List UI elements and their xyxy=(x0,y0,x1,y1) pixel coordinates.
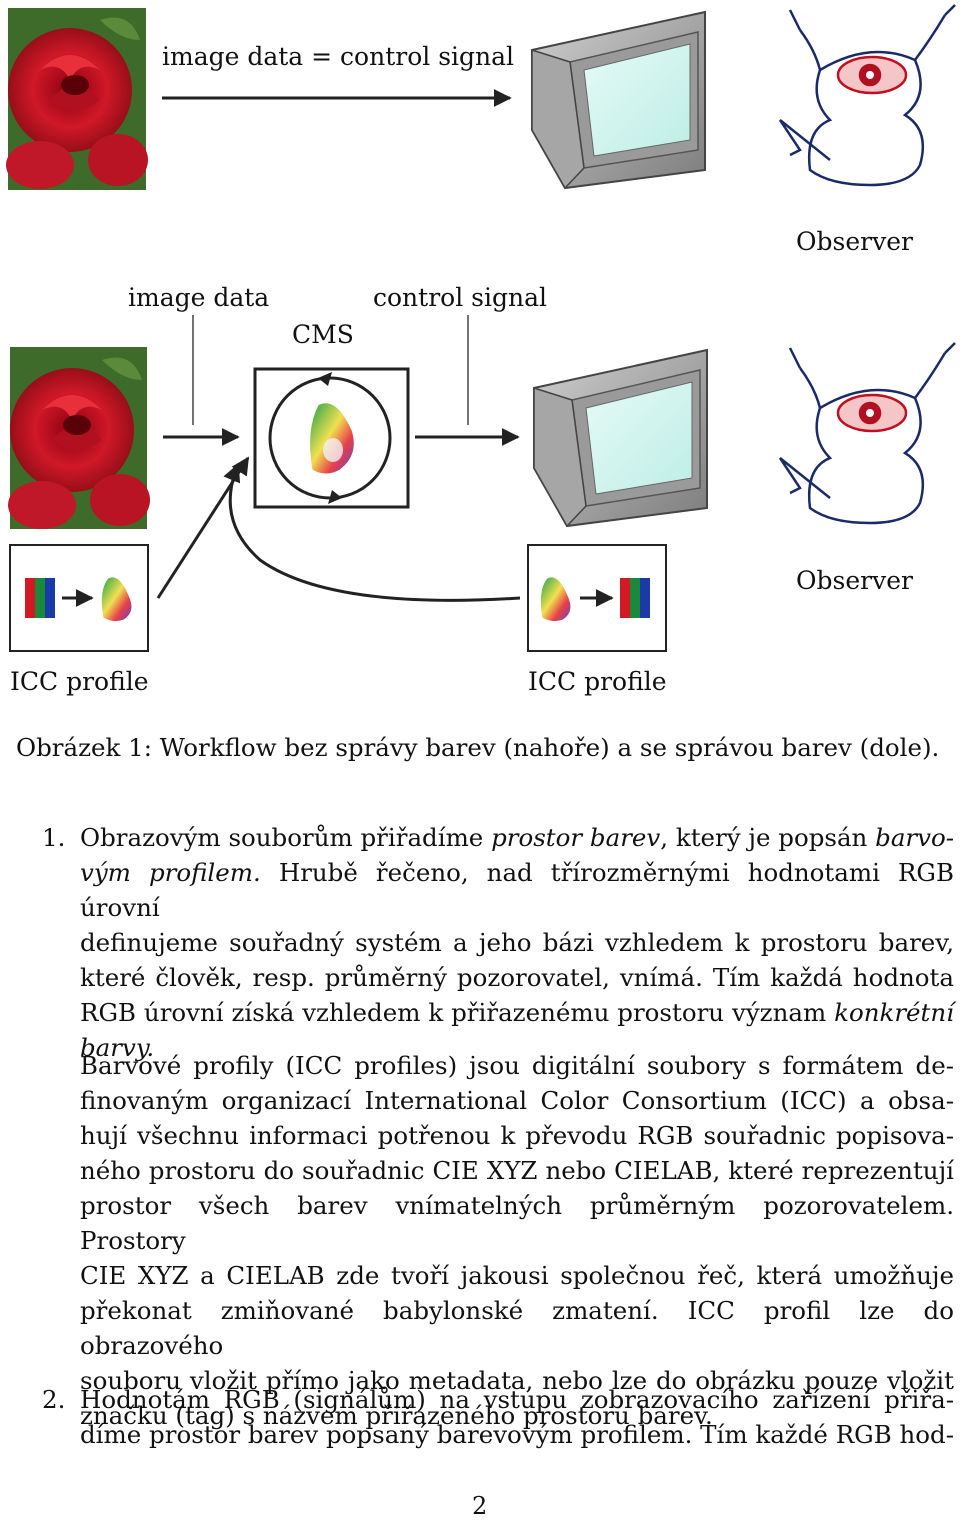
label-observer-bottom: Observer xyxy=(796,566,913,595)
page-number: 2 xyxy=(472,1492,488,1520)
label-icc-profile-input: ICC profile xyxy=(10,667,149,696)
label-image-data: image data xyxy=(128,283,270,312)
observer-figure-top xyxy=(778,4,956,187)
list-item-1-paragraph-2: Barvové profily (ICC profiles) jsou digi… xyxy=(80,1051,954,1430)
rose-photo-top xyxy=(6,8,148,190)
icc-profile-box-output xyxy=(527,544,667,652)
list-number-1: 1. xyxy=(42,823,66,852)
observer-figure-bottom xyxy=(778,342,956,525)
rose-photo-bottom xyxy=(8,347,150,529)
label-top-flow: image data = control signal xyxy=(162,42,515,71)
label-cms: CMS xyxy=(292,320,354,349)
list-number-2: 2. xyxy=(42,1385,66,1414)
list-item-2-text: Hodnotám RGB (signálům) na vstupu zobraz… xyxy=(80,1385,954,1449)
workflow-figure xyxy=(6,4,956,652)
cms-box xyxy=(253,367,410,509)
monitor-bottom xyxy=(533,348,708,528)
list-item-1-paragraph-1: Obrazovým souborům přiřadíme prostor bar… xyxy=(80,823,955,1062)
figure-caption: Obrázek 1: Workflow bez správy barev (na… xyxy=(16,733,940,762)
icc-profile-box-input xyxy=(9,544,149,652)
label-observer-top: Observer xyxy=(796,227,913,256)
label-control-signal: control signal xyxy=(373,283,547,312)
label-icc-profile-output: ICC profile xyxy=(528,667,667,696)
monitor-top xyxy=(531,10,706,190)
